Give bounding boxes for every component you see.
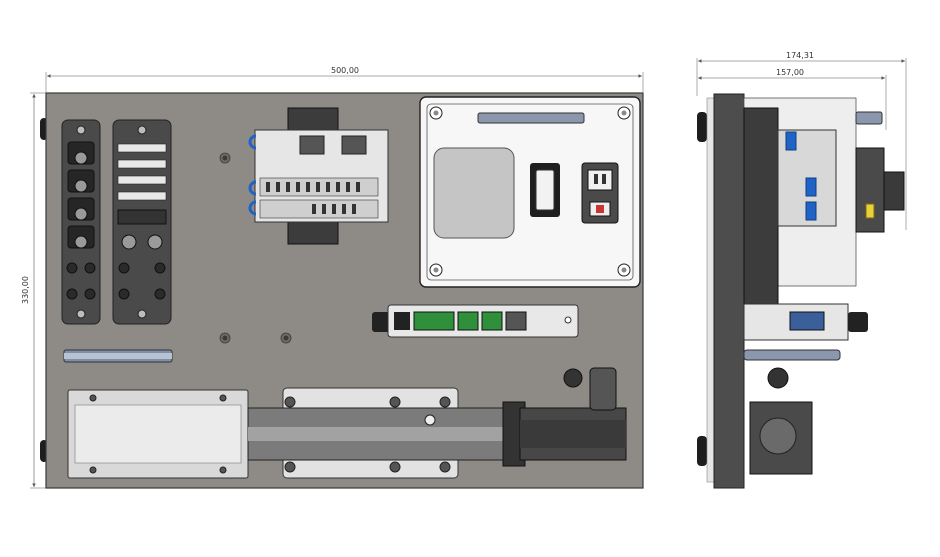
side-view xyxy=(697,93,905,489)
io-module-right xyxy=(112,119,172,325)
controller-board xyxy=(372,304,579,338)
dimension-front-width: 500,00 xyxy=(45,66,644,92)
window-panel xyxy=(433,147,515,239)
dim-label-front-width: 500,00 xyxy=(331,66,359,75)
dimension-side-total-depth: 174,31 xyxy=(696,51,907,230)
enclosure-handle xyxy=(477,112,585,124)
plate-screws xyxy=(219,152,292,344)
valve-terminal xyxy=(248,107,389,245)
electrical-enclosure xyxy=(419,96,641,288)
io-module-left xyxy=(61,119,101,325)
dim-label-side-total-depth: 174,31 xyxy=(786,51,814,60)
front-view xyxy=(40,92,644,489)
dim-label-side-depth: 157,00 xyxy=(776,68,804,77)
dim-label-front-height: 330,00 xyxy=(21,276,30,304)
linear-actuator xyxy=(67,367,627,479)
dimension-front-height: 330,00 xyxy=(21,92,46,489)
din-rail-left xyxy=(63,349,173,363)
dimension-side-depth: 157,00 xyxy=(698,68,887,130)
